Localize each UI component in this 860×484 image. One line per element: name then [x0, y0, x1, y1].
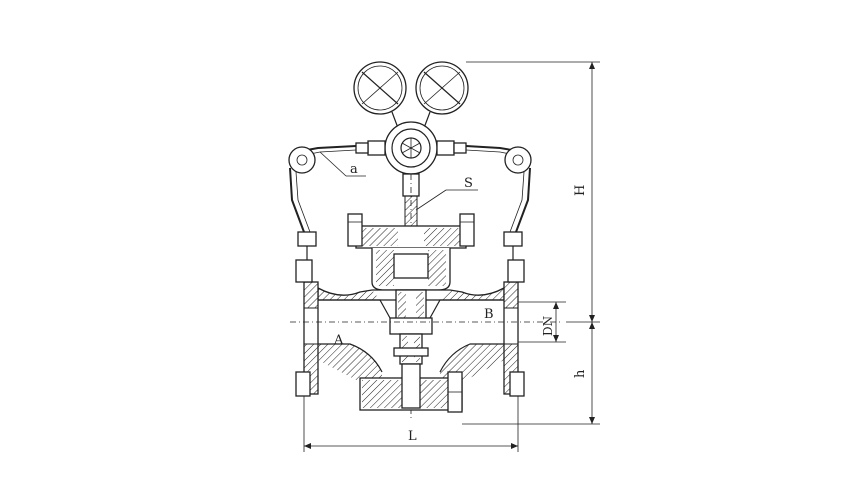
dimension-L: L [303, 396, 519, 452]
left-pressure-gauge [353, 61, 407, 115]
dimension-h: h [462, 321, 600, 425]
dimension-dn: DN [518, 301, 566, 343]
label-inlet: A [333, 333, 344, 348]
label-a-text: a [350, 162, 358, 177]
valve-cover [347, 213, 475, 291]
label-a: a [319, 151, 366, 177]
pilot-valve [355, 121, 467, 175]
label-s: S [415, 176, 478, 211]
control-tubing [288, 145, 532, 262]
valve-body [295, 259, 525, 413]
h-text: h [573, 369, 588, 378]
L-text: L [408, 429, 417, 444]
dn-text: DN [541, 316, 555, 336]
H-text: H [573, 185, 588, 196]
right-pressure-gauge [415, 61, 469, 115]
dimension-H: H [466, 61, 600, 322]
label-s-text: S [464, 176, 473, 191]
label-outlet: B [484, 307, 494, 322]
